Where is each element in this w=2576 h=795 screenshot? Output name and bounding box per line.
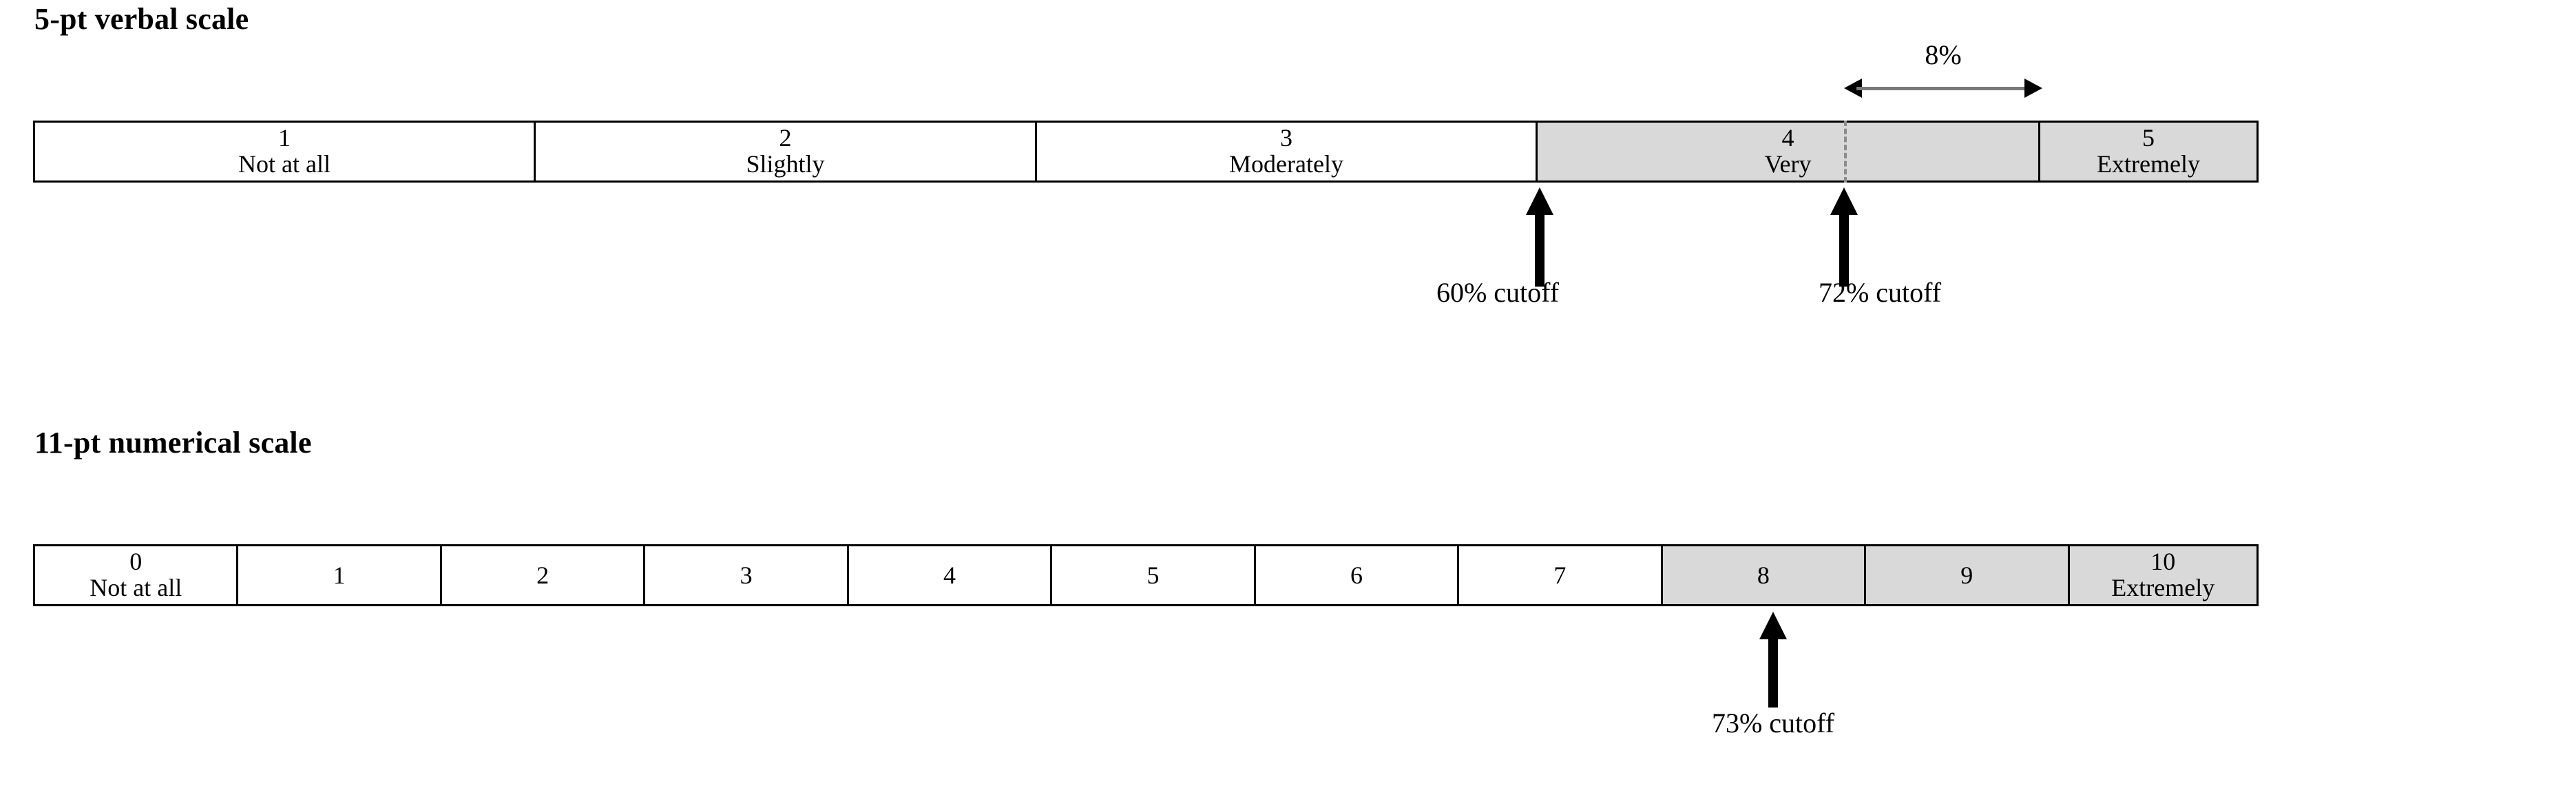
numerical-cell-4-number: 4 [943, 561, 956, 589]
numerical-cell-10-label: Extremely [2111, 573, 2215, 601]
numerical-cell-8-number: 8 [1757, 561, 1770, 589]
verbal-cell-5-label: Extremely [2097, 149, 2200, 178]
numerical-cell-6-number: 6 [1350, 561, 1363, 589]
arrow-head-icon [1830, 187, 1858, 215]
verbal-cell-4-number: 4 [1781, 124, 1794, 152]
cutoff-label-72: 72% cutoff [1818, 277, 1942, 308]
verbal-cell-5-number: 5 [2142, 124, 2155, 152]
numerical-cell-2-number: 2 [536, 561, 549, 589]
numerical-cell-5-number: 5 [1146, 561, 1160, 589]
numerical-cell-10[interactable]: 10 Extremely [2069, 546, 2257, 604]
verbal-cell-1[interactable]: 1 Not at all [35, 123, 536, 180]
numerical-cell-8[interactable]: 8 [1662, 546, 1867, 604]
numerical-cell-3-number: 3 [740, 561, 753, 589]
numerical-cell-7-number: 7 [1553, 561, 1567, 589]
numerical-cell-0[interactable]: 0 Not at all [35, 546, 239, 604]
verbal-cell-5[interactable]: 5 Extremely [2040, 123, 2256, 180]
verbal-cell-3-label: Moderately [1229, 149, 1343, 178]
verbal-cell-2[interactable]: 2 Slightly [536, 123, 1037, 180]
numerical-cell-1[interactable]: 1 [238, 546, 442, 604]
numerical-cell-4[interactable]: 4 [848, 546, 1053, 604]
section-title-numerical: 11-pt numerical scale [34, 426, 312, 460]
arrow-head-icon [1759, 612, 1787, 639]
numerical-cell-7[interactable]: 7 [1459, 546, 1663, 604]
numerical-cell-1-number: 1 [333, 561, 346, 589]
numerical-cell-10-number: 10 [2150, 548, 2176, 576]
cutoff-label-60: 60% cutoff [1436, 277, 1560, 308]
numerical-cell-2[interactable]: 2 [441, 546, 646, 604]
numerical-cell-0-label: Not at all [90, 573, 182, 601]
arrow-stem [1535, 211, 1544, 287]
verbal-scale-bar: 1 Not at all 2 Slightly 3 Moderately 4 V… [33, 121, 2259, 183]
span-label-8-percent: 8% [1925, 39, 1962, 70]
arrow-right-tip-icon [2024, 79, 2042, 98]
numerical-scale-bar: 0 Not at all 1 2 3 4 5 6 7 8 9 10 [33, 544, 2259, 606]
numerical-cell-0-number: 0 [129, 548, 143, 576]
span-arrow-8-percent [1844, 79, 2042, 98]
verbal-cell-4[interactable]: 4 Very [1538, 123, 2040, 180]
arrow-stem [1839, 211, 1849, 287]
verbal-cell-2-number: 2 [779, 124, 792, 152]
verbal-cell-1-number: 1 [278, 124, 291, 152]
verbal-cell-1-label: Not at all [238, 149, 331, 178]
section-title-verbal: 5-pt verbal scale [34, 2, 249, 36]
arrow-head-icon [1526, 187, 1553, 215]
numerical-cell-5[interactable]: 5 [1052, 546, 1256, 604]
numerical-cell-9-number: 9 [1960, 561, 1973, 589]
cutoff-label-73: 73% cutoff [1711, 708, 1835, 739]
verbal-cell-4-label: Very [1764, 149, 1812, 178]
verbal-cell-2-label: Slightly [746, 149, 825, 178]
numerical-cell-6[interactable]: 6 [1255, 546, 1460, 604]
verbal-cell-3[interactable]: 3 Moderately [1037, 123, 1538, 180]
span-arrow-line [1856, 87, 2030, 90]
numerical-cell-9[interactable]: 9 [1866, 546, 2070, 604]
numerical-cell-3[interactable]: 3 [645, 546, 849, 604]
arrow-stem [1768, 635, 1778, 708]
dashed-cutoff-marker-72 [1844, 121, 1847, 183]
verbal-cell-3-number: 3 [1280, 124, 1292, 152]
